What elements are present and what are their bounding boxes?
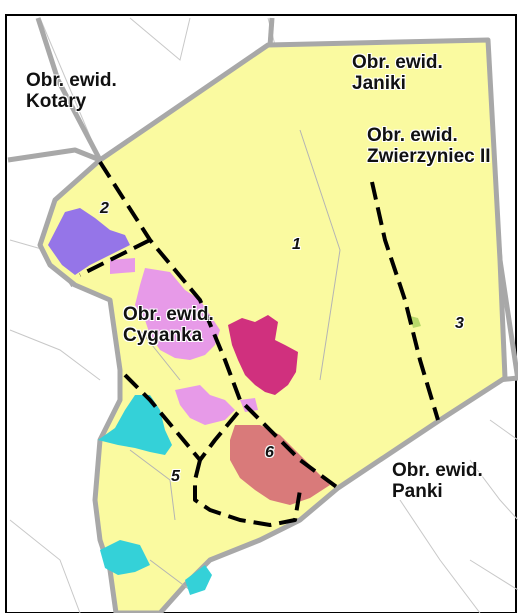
precinct-janiki-line2: Janiki	[352, 73, 406, 94]
precinct-cyganka-line2: Cyganka	[123, 325, 203, 346]
zone-boundaries	[79, 160, 440, 527]
zone-number-6: 6	[265, 444, 274, 461]
precinct-label-zwierzyniec: Obr. ewid. Zwierzyniec II	[367, 125, 491, 167]
cyan-areas	[98, 395, 212, 595]
precinct-label-kotary: Obr. ewid. Kotary	[26, 70, 117, 112]
precinct-label-panki: Obr. ewid. Panki	[392, 460, 483, 502]
zone-2-purple	[48, 208, 130, 275]
inner-lines	[129, 129, 341, 591]
zone-number-1: 1	[292, 236, 301, 253]
magenta-areas	[228, 315, 298, 395]
precinct-panki-line2: Panki	[392, 481, 443, 502]
precinct-label-janiki: Obr. ewid. Janiki	[352, 52, 443, 94]
precinct-panki-line1: Obr. ewid.	[392, 460, 483, 481]
precinct-label-cyganka: Obr. ewid. Cyganka	[123, 304, 214, 346]
zone-number-2: 2	[100, 200, 109, 217]
zone-6-red	[230, 425, 330, 505]
background-lines	[9, 17, 518, 613]
green-mark	[410, 316, 421, 328]
precinct-janiki-line1: Obr. ewid.	[352, 52, 443, 73]
precinct-cyganka-line1: Obr. ewid.	[123, 304, 214, 325]
zone-number-3: 3	[455, 315, 464, 332]
map-frame	[5, 14, 517, 613]
pink-areas	[110, 258, 258, 425]
zone-number-5: 5	[171, 468, 180, 485]
precinct-kotary-line1: Obr. ewid.	[26, 70, 117, 91]
precinct-zwierzyniec-line1: Obr. ewid.	[367, 125, 458, 146]
precinct-kotary-line2: Kotary	[26, 91, 87, 112]
precinct-zwierzyniec-line2: Zwierzyniec II	[367, 146, 491, 167]
